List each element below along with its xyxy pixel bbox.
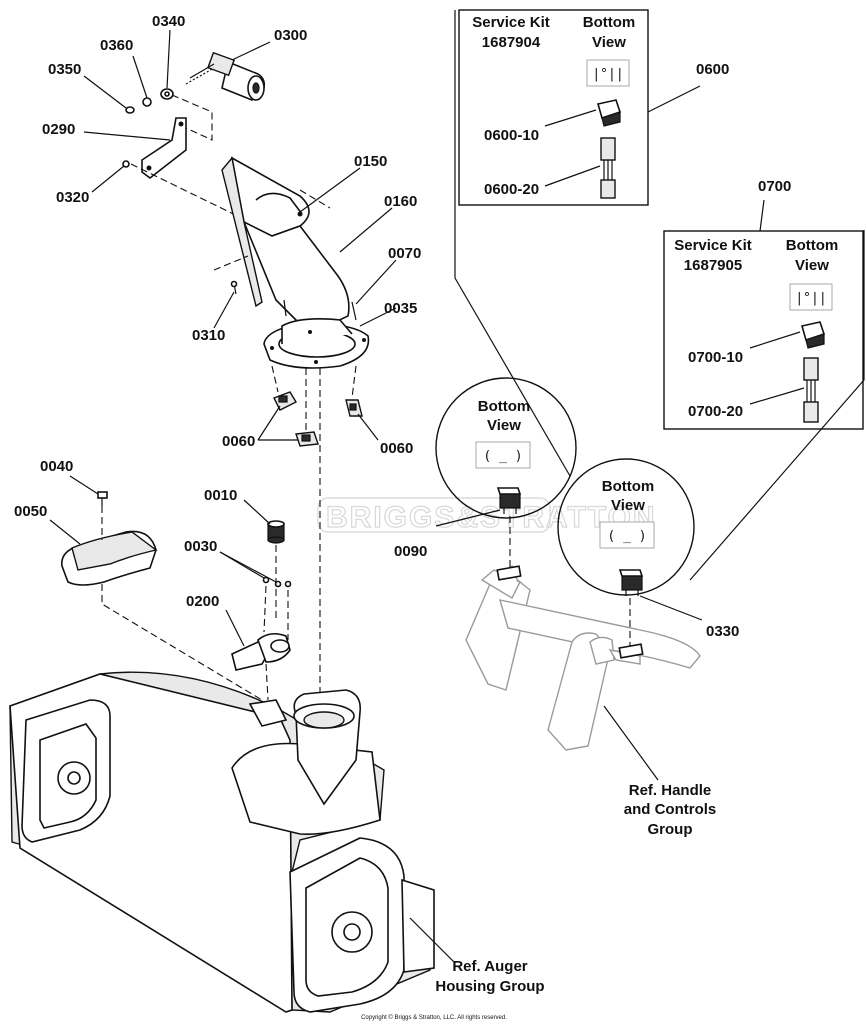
screws-0030 [262,576,292,588]
label-0040: 0040 [40,458,73,475]
svg-text:( _ ): ( _ ) [483,449,522,464]
label-0600: 0600 [696,61,729,78]
kit-0700-view: View [795,257,829,274]
knob-0010 [267,520,285,544]
bracket-0290 [141,117,187,180]
kit-0600-number: 1687904 [482,34,541,51]
bottom-view-circle-0090: Bottom View ( _ ) [435,377,577,519]
ref-handle-line3: Group [648,821,693,838]
kit-0700-item1: 0700-10 [688,349,743,366]
copyright-text: Copyright © Briggs & Stratton, LLC. All … [361,1014,507,1021]
kit-0600-bottom: Bottom [583,14,636,31]
switch-bottom-view-icon: |°|| [789,283,833,311]
ref-handle-line1: Ref. Handle [629,782,712,799]
bottom-view-circle-0330: Bottom View ( _ ) [557,458,695,596]
kit-0700-item2: 0700-20 [688,403,743,420]
label-0320: 0320 [56,189,89,206]
switch-bottom-view-icon: |°|| [586,59,630,87]
label-0290: 0290 [42,121,75,138]
handle-ghost [465,564,701,751]
cover-0050 [61,530,158,586]
service-kit-box-0700: Service Kit 1687905 Bottom View |°|| 070… [663,230,864,430]
label-0150: 0150 [354,153,387,170]
clip-0060-center [295,431,319,447]
leader-lines [49,29,765,963]
switch-0330 [618,569,644,596]
switch-bottom-view-icon: ( _ ) [599,521,655,549]
label-0050: 0050 [14,503,47,520]
svg-text:|°||: |°|| [592,67,623,82]
motor-0300 [185,51,266,101]
label-0200: 0200 [186,593,219,610]
circle-0090-bottom: Bottom [478,398,531,415]
label-0160: 0160 [384,193,417,210]
label-0030: 0030 [184,538,217,555]
ref-handle-controls: Ref. Handle and Controls Group [624,782,717,838]
service-kit-box-0600: Service Kit 1687904 Bottom View |°|| 060… [458,9,649,206]
label-0010: 0010 [204,487,237,504]
label-0070: 0070 [388,245,421,262]
label-0300: 0300 [274,27,307,44]
label-0340: 0340 [152,13,185,30]
label-0035: 0035 [384,300,417,317]
clip-0060-left [273,391,297,411]
label-0090: 0090 [394,543,427,560]
label-0350: 0350 [48,61,81,78]
kit-0700-label: Service Kit [674,237,752,254]
ref-handle-line2: and Controls [624,801,717,818]
wire-harness-icon [600,137,616,199]
label-0310: 0310 [192,327,225,344]
washers-hardware [122,88,174,168]
chute-bolts [230,280,357,321]
circle-0090-view: View [487,417,521,434]
rocker-switch-icon [800,321,826,349]
kit-0600-view: View [592,34,626,51]
part-labels: 0340 0360 0300 0350 0290 0320 0150 0160 … [14,13,791,640]
kit-0600-item2: 0600-20 [484,181,539,198]
label-0360: 0360 [100,37,133,54]
kit-0600-label: Service Kit [472,14,550,31]
circle-0330-view: View [611,497,645,514]
crank-0200 [231,632,291,671]
label-0330: 0330 [706,623,739,640]
label-0060-right: 0060 [380,440,413,457]
bolt-0040 [97,491,108,506]
kit-0700-bottom: Bottom [786,237,839,254]
ref-auger-line1: Ref. Auger [452,958,527,975]
chute-0150 [221,156,350,335]
ref-auger-line2: Housing Group [435,978,544,995]
rocker-switch-icon [596,99,622,127]
kit-0600-item1: 0600-10 [484,127,539,144]
switch-bottom-view-icon: ( _ ) [475,441,531,469]
label-0700: 0700 [758,178,791,195]
svg-text:( _ ): ( _ ) [607,529,646,544]
circle-0330-bottom: Bottom [602,478,655,495]
chute-base-ring [263,318,370,369]
svg-text:|°||: |°|| [795,291,826,306]
auger-housing [9,671,435,1013]
wire-harness-icon [803,357,819,423]
switch-0090 [496,487,522,514]
clip-0060-right [345,399,363,417]
label-0060-left: 0060 [222,433,255,450]
ref-auger-housing: Ref. Auger Housing Group [435,958,544,995]
kit-0700-number: 1687905 [684,257,742,274]
